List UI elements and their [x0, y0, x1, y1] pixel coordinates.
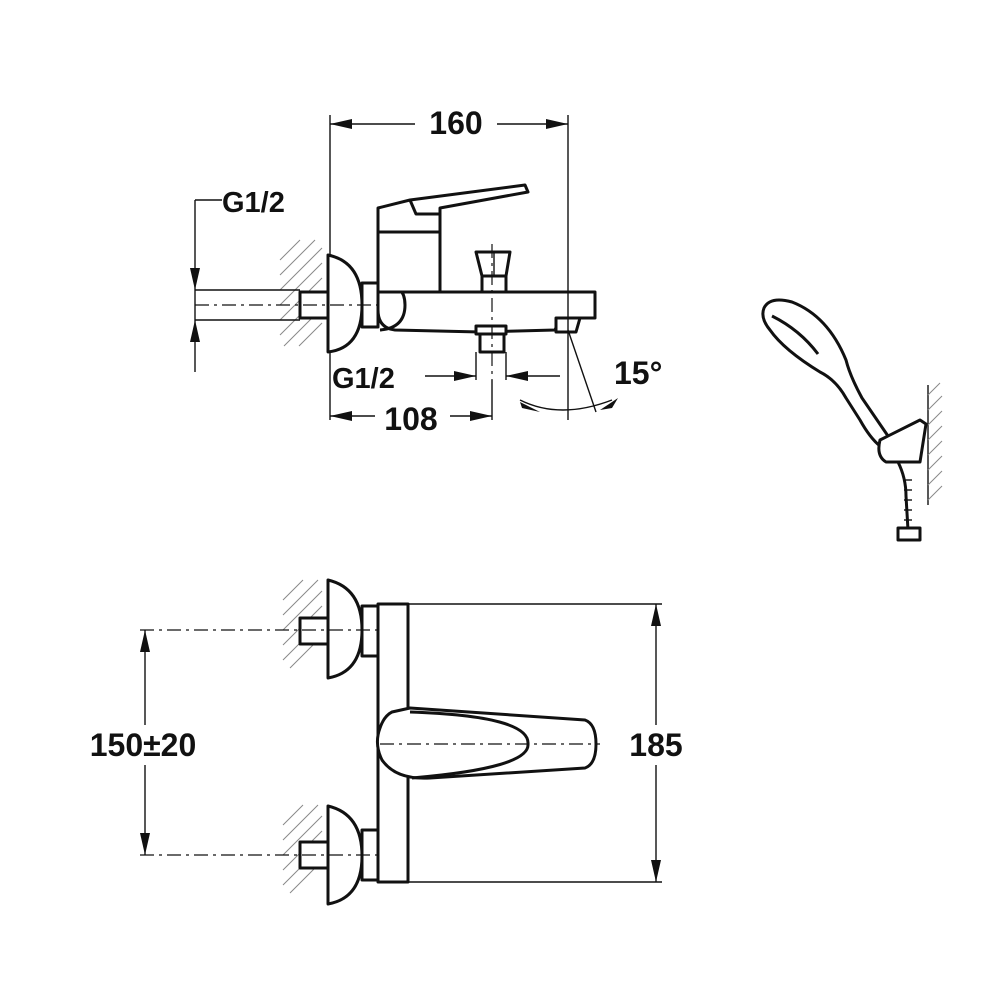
dim-spout-angle: 15°: [614, 355, 662, 391]
dim-body-height: 185: [629, 727, 682, 763]
faucet-side-view: 160 G1/2 G1/2 108 15°: [190, 105, 662, 437]
dim-outlet-thread: G1/2: [332, 363, 395, 395]
dim-inlet-spacing: 150±20: [90, 727, 197, 763]
hand-shower-icon: [761, 298, 943, 542]
dim-inlet-thread: G1/2: [222, 187, 285, 219]
dim-total-depth: 160: [429, 105, 482, 141]
faucet-front-view: 150±20 185: [90, 578, 683, 906]
dim-outlet-depth: 108: [384, 401, 437, 437]
